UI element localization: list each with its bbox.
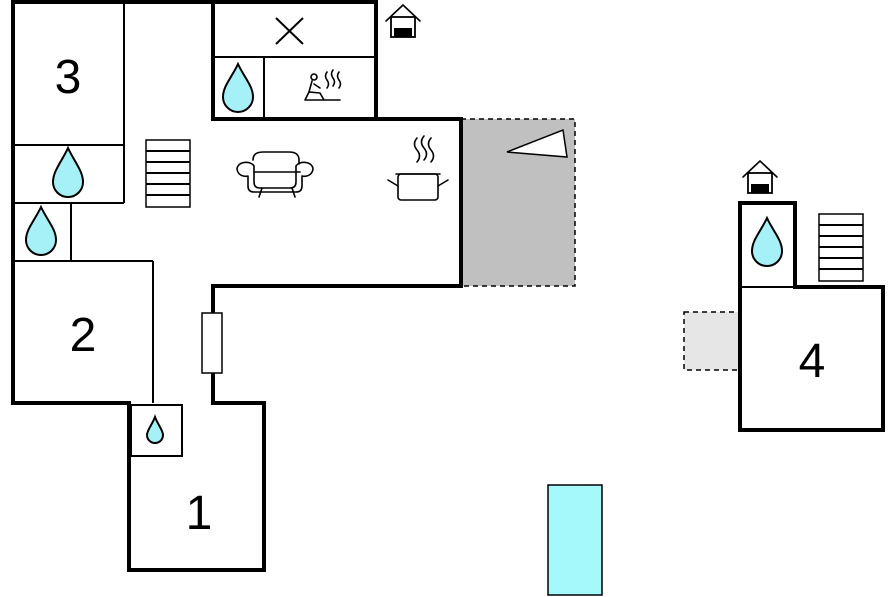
staircase-icon xyxy=(145,139,191,208)
upper-block-walls xyxy=(213,0,378,119)
living-room-sofa-icon xyxy=(236,151,314,198)
entrance-house-icon xyxy=(742,160,778,194)
annex-building-walls xyxy=(738,201,885,432)
bathroom-drop-icon xyxy=(24,204,58,256)
room-3-label: 3 xyxy=(55,51,82,104)
room1-bath-walls xyxy=(130,404,183,457)
bathroom-drop-icon xyxy=(51,145,85,198)
bathroom-drop-icon xyxy=(750,215,784,267)
cross-icon xyxy=(275,17,304,45)
room-2-label: 2 xyxy=(70,309,97,362)
entrance-house-icon xyxy=(385,4,421,38)
window-icon xyxy=(201,312,223,374)
staircase-icon xyxy=(818,213,864,282)
bathroom-drop-icon xyxy=(221,61,255,113)
pool xyxy=(547,484,603,596)
terrace-shade-icon xyxy=(506,128,568,158)
room-4-label: 4 xyxy=(799,335,826,388)
sauna-icon xyxy=(304,69,342,101)
bathroom-drop-icon xyxy=(145,414,165,444)
room-1-label: 1 xyxy=(186,487,213,540)
kitchen-pot-icon xyxy=(387,135,449,201)
small-terrace-area xyxy=(683,311,741,371)
